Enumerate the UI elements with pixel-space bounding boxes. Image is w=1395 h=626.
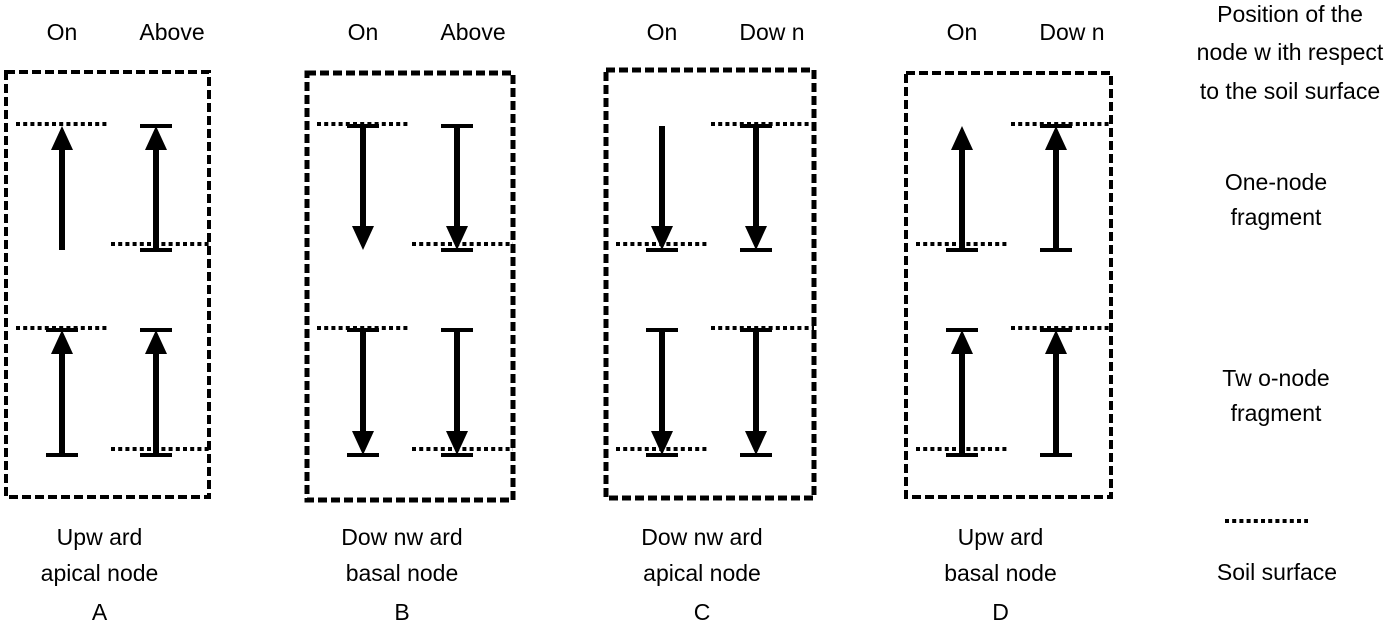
column-label-on: On (647, 19, 678, 45)
panel-caption-line-2: basal node (346, 560, 459, 586)
legend: Position of the node w ith respect to th… (1197, 1, 1384, 585)
two-node-label-line-2: fragment (1231, 400, 1322, 426)
panel-frame (904, 71, 1113, 499)
panel-frame (603, 67, 817, 501)
soil-surface-legend-label: Soil surface (1217, 559, 1337, 585)
column-label-on: On (348, 19, 379, 45)
arrow-up-icon (145, 126, 167, 150)
fragment-two-node (412, 328, 513, 457)
arrow-down-icon (352, 431, 374, 455)
column-label-other: Dow n (1039, 19, 1104, 45)
arrow-up-icon (145, 330, 167, 354)
panel-caption-line-1: Dow nw ard (341, 524, 462, 550)
panel-caption-line-2: apical node (643, 560, 761, 586)
position-header-line-2: node w ith respect (1197, 39, 1384, 65)
arrow-up-icon (51, 330, 73, 354)
panel-caption-line-1: Dow nw ard (641, 524, 762, 550)
column-label-other: Dow n (739, 19, 804, 45)
arrow-down-icon (745, 226, 767, 250)
arrow-up-icon (951, 330, 973, 354)
arrow-down-icon (651, 431, 673, 455)
panel-caption-line-1: Upw ard (958, 524, 1044, 550)
panel-letter: B (394, 599, 409, 625)
column-label-other: Above (440, 19, 505, 45)
arrow-up-icon (951, 126, 973, 150)
arrow-down-icon (446, 226, 468, 250)
fragment-one-node (616, 126, 707, 252)
panel-letter: A (92, 599, 108, 625)
one-node-label-line-1: One-node (1225, 169, 1327, 195)
panel-caption-line-1: Upw ard (57, 524, 143, 550)
arrow-down-icon (352, 226, 374, 250)
arrow-down-icon (745, 431, 767, 455)
fragment-two-node (711, 326, 814, 457)
panel-frame (4, 70, 211, 499)
arrow-up-icon (1045, 126, 1067, 150)
fragment-two-node (317, 326, 408, 457)
column-label-on: On (947, 19, 978, 45)
column-label-other: Above (139, 19, 204, 45)
fragment-one-node (111, 124, 209, 252)
two-node-label-line-1: Tw o-node (1222, 365, 1329, 391)
fragment-one-node (711, 122, 814, 252)
arrow-down-icon (446, 431, 468, 455)
panel-letter: D (992, 599, 1009, 625)
fragment-two-node (916, 328, 1007, 457)
fragment-one-node (412, 124, 513, 252)
position-header-line-3: to the soil surface (1200, 78, 1380, 104)
fragment-one-node (16, 122, 107, 250)
one-node-label-line-2: fragment (1231, 204, 1322, 230)
fragment-one-node (317, 122, 408, 250)
fragment-two-node (16, 326, 107, 457)
position-header-line-1: Position of the (1217, 1, 1363, 27)
arrow-up-icon (51, 126, 73, 150)
fragment-two-node (1011, 326, 1111, 457)
panel-frame (304, 70, 516, 503)
fragment-two-node (111, 328, 209, 457)
fragment-two-node (616, 328, 707, 457)
panel-caption-line-2: apical node (41, 560, 159, 586)
panel-caption-line-2: basal node (944, 560, 1057, 586)
fragment-one-node (1011, 122, 1111, 252)
panel-letter: C (694, 599, 711, 625)
column-label-on: On (47, 19, 78, 45)
arrow-up-icon (1045, 330, 1067, 354)
fragment-one-node (916, 126, 1007, 252)
arrow-down-icon (651, 226, 673, 250)
